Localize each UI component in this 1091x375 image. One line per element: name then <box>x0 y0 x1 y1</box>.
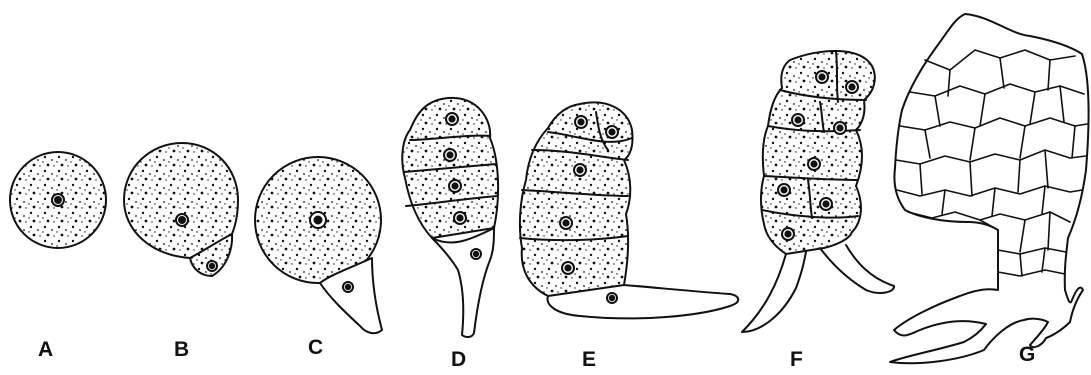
stage-e-filament <box>520 102 738 318</box>
stage-label-e: E <box>582 348 596 372</box>
stage-a-spore <box>10 152 106 248</box>
stage-c-spore <box>255 157 382 333</box>
stage-label-g: G <box>1019 343 1035 367</box>
stage-label-a: A <box>38 338 53 362</box>
stage-d-filament <box>402 98 498 337</box>
stage-label-c: C <box>308 336 323 360</box>
stage-label-b: B <box>174 338 189 362</box>
stage-label-f: F <box>790 348 803 372</box>
stage-f-filament <box>742 51 894 332</box>
stage-g-prothallus <box>890 14 1089 363</box>
stage-b-spore <box>124 143 238 276</box>
stage-label-d: D <box>451 348 466 372</box>
